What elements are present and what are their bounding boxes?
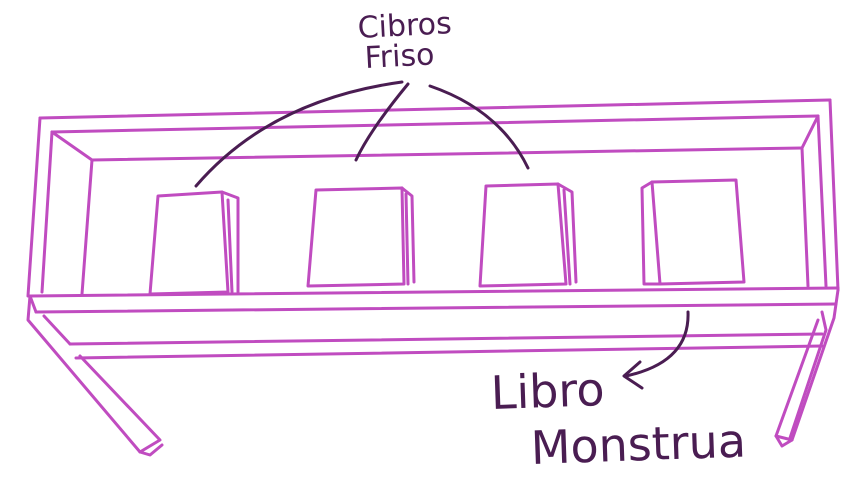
frame-corner-left (50, 130, 94, 162)
book-1-pages (226, 198, 234, 294)
book-2-pages (404, 192, 410, 286)
pointer-to-book-2 (354, 82, 410, 162)
monster-book-arrow (622, 310, 690, 390)
book-4-side (640, 180, 662, 286)
book-2-spine (400, 186, 416, 284)
arrow-curve (624, 310, 690, 378)
frame-outer-top (38, 98, 832, 120)
right-leg-outer (774, 288, 840, 442)
book-1 (148, 190, 240, 296)
book-1-cover (148, 190, 230, 296)
book-4-cover (650, 178, 746, 286)
frame-corner-right (800, 114, 820, 150)
books-frieze (148, 178, 746, 296)
frame-outer-left (26, 116, 42, 298)
frame-outer-top-inner (50, 114, 820, 134)
book-4 (640, 178, 746, 286)
arrow-head (622, 360, 644, 390)
monster-book-label-line-2: Monstrua (529, 413, 747, 475)
shelf-frame (26, 98, 840, 457)
book-1-spine (220, 190, 240, 294)
right-leg-edge (774, 434, 794, 448)
book-3-cover (478, 182, 568, 288)
frame-inner-right (800, 146, 810, 288)
lower-rail-top (68, 332, 824, 346)
frame-outer-right (828, 98, 840, 292)
books-frieze-label-line-2: Friso (363, 37, 436, 76)
pointer-to-book-3 (428, 84, 530, 170)
shelf-board-bottom (34, 302, 838, 314)
book-2 (306, 186, 416, 288)
frame-inner-back-top (90, 146, 804, 162)
lower-rail-bottom (74, 344, 824, 360)
book-2-cover (306, 186, 406, 288)
frame-outer-left-inner (40, 130, 54, 294)
left-leg-inner (42, 314, 72, 346)
book-3-spine (556, 182, 578, 284)
frame-outer-right-inner (816, 114, 828, 288)
frieze-pointers (194, 80, 530, 188)
frame-inner-left (80, 158, 94, 296)
monster-book-label-line-1: Libro (489, 362, 606, 420)
left-leg-edge (138, 443, 164, 457)
right-leg-front (788, 310, 828, 440)
pointer-to-book-1 (194, 80, 404, 188)
book-3-pages (562, 188, 572, 286)
book-3 (478, 182, 578, 288)
